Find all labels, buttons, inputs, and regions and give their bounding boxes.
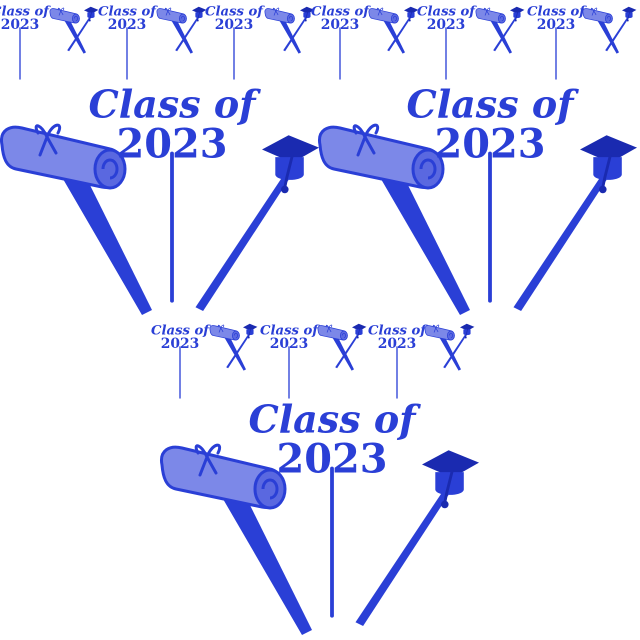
- small-cap-pick: [604, 6, 637, 52]
- small-text-pick: [526, 3, 588, 80]
- small-text-pick: [0, 3, 52, 80]
- small-scroll-pick: [264, 7, 302, 54]
- small-picks-row-middle: [150, 322, 475, 399]
- class-of-2023-pick: [86, 79, 264, 303]
- small-text-pick: [310, 3, 372, 80]
- small-picks-row-top: [0, 3, 637, 80]
- small-text-pick: [416, 3, 478, 80]
- large-set-left: [0, 79, 321, 317]
- small-scroll-pick: [368, 7, 406, 54]
- small-scroll-pick: [156, 7, 194, 54]
- small-text-pick: [150, 322, 212, 399]
- small-scroll-pick: [424, 324, 462, 371]
- small-text-pick: [204, 3, 266, 80]
- large-set-right: [318, 79, 639, 317]
- small-text-pick: [97, 3, 159, 80]
- small-scroll-pick: [582, 7, 620, 54]
- class-of-2023-pick: [404, 79, 582, 303]
- large-set-bottom: [160, 394, 481, 637]
- small-text-pick: [259, 322, 321, 399]
- small-text-pick: [367, 322, 429, 399]
